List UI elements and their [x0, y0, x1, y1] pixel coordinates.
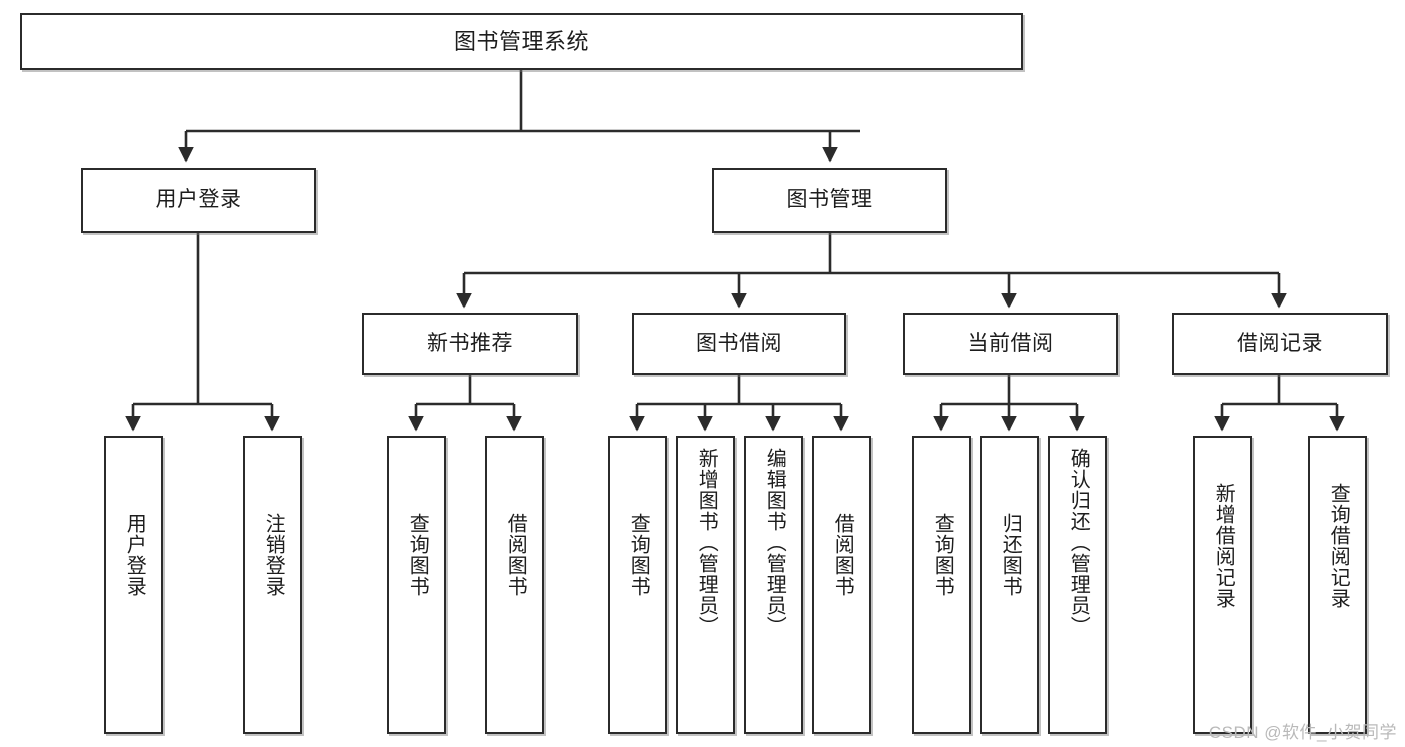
- node-user-login[interactable]: 用户登录: [81, 168, 316, 233]
- node-borrow-record[interactable]: 借阅记录: [1172, 313, 1388, 375]
- leaf-query-book-borrow[interactable]: 查询图书: [608, 436, 667, 734]
- node-label: 借阅图书: [831, 513, 854, 597]
- node-label: 编辑图书（管理员）: [763, 448, 786, 637]
- node-label: 用户登录: [123, 513, 146, 597]
- node-label: 借阅图书: [504, 513, 527, 597]
- leaf-add-book-admin[interactable]: 新增图书（管理员）: [676, 436, 735, 734]
- node-new-book-recommend[interactable]: 新书推荐: [362, 313, 578, 375]
- node-label: 查询借阅记录: [1327, 483, 1350, 609]
- node-label: 当前借阅: [967, 331, 1054, 355]
- leaf-query-book-current[interactable]: 查询图书: [912, 436, 971, 734]
- leaf-edit-book-admin[interactable]: 编辑图书（管理员）: [744, 436, 803, 734]
- node-label: 确认归还（管理员）: [1067, 448, 1090, 637]
- node-label: 新增图书（管理员）: [695, 448, 718, 637]
- node-label: 借阅记录: [1237, 331, 1323, 355]
- leaf-query-book-new[interactable]: 查询图书: [387, 436, 446, 734]
- node-root-system[interactable]: 图书管理系统: [20, 13, 1023, 70]
- leaf-return-book[interactable]: 归还图书: [980, 436, 1039, 734]
- node-book-borrow[interactable]: 图书借阅: [632, 313, 846, 375]
- leaf-borrow-book[interactable]: 借阅图书: [812, 436, 871, 734]
- leaf-query-borrow-record[interactable]: 查询借阅记录: [1308, 436, 1367, 734]
- node-label: 用户登录: [155, 188, 242, 212]
- node-label: 图书借阅: [696, 331, 782, 355]
- leaf-user-login[interactable]: 用户登录: [104, 436, 163, 734]
- node-label: 查询图书: [627, 513, 650, 597]
- node-label: 查询图书: [931, 513, 954, 597]
- leaf-add-borrow-record[interactable]: 新增借阅记录: [1193, 436, 1252, 734]
- node-label: 新增借阅记录: [1212, 483, 1235, 609]
- node-label: 图书管理系统: [453, 28, 589, 54]
- node-book-management[interactable]: 图书管理: [712, 168, 947, 233]
- node-label: 新书推荐: [427, 331, 513, 355]
- node-label: 查询图书: [406, 513, 429, 597]
- node-label: 图书管理: [786, 188, 873, 212]
- leaf-logout[interactable]: 注销登录: [243, 436, 302, 734]
- leaf-borrow-book-new[interactable]: 借阅图书: [485, 436, 544, 734]
- node-current-borrow[interactable]: 当前借阅: [903, 313, 1118, 375]
- leaf-confirm-return-admin[interactable]: 确认归还（管理员）: [1048, 436, 1107, 734]
- node-label: 归还图书: [999, 513, 1022, 597]
- node-label: 注销登录: [262, 513, 285, 597]
